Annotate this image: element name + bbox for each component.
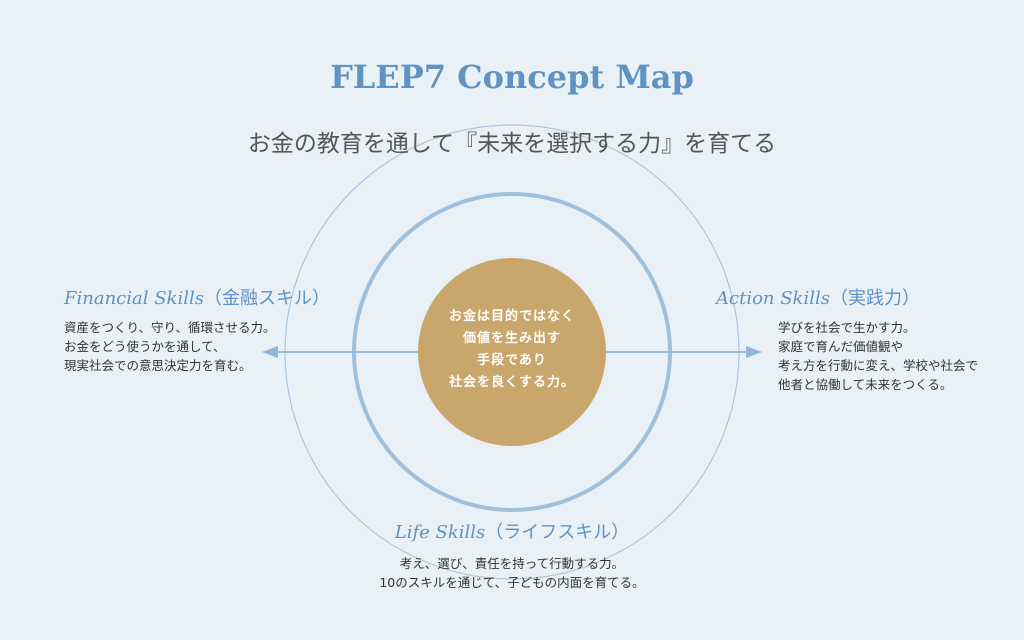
desc-line: 学びを社会で生かす力。 xyxy=(778,320,916,335)
desc-line: 考え、選び、責任を持って行動する力。 xyxy=(399,556,625,571)
arrow-right-head xyxy=(746,346,762,358)
desc-line: お金をどう使うかを通して、 xyxy=(64,339,226,354)
desc-line: 家庭で育んだ価値観や xyxy=(778,339,904,354)
heading-en: Life Skills xyxy=(394,522,486,543)
heading-jp: （実践力） xyxy=(829,288,920,309)
heading-en: Financial Skills xyxy=(64,288,204,309)
heading-jp: （金融スキル） xyxy=(203,288,330,309)
page-title: FLEP7 Concept Map xyxy=(330,58,694,96)
heading-jp: （ライフスキル） xyxy=(485,522,630,543)
desc-line: 資産をつくり、守り、循環させる力。 xyxy=(64,320,276,335)
financial-skills-description: 資産をつくり、守り、循環させる力。 お金をどう使うかを通して、 現実社会での意思… xyxy=(64,318,276,375)
life-skills-heading: Life Skills（ライフスキル） xyxy=(0,518,1024,544)
action-skills-heading: Action Skills（実践力） xyxy=(716,284,920,310)
core-line: 価値を生み出す xyxy=(462,331,561,346)
life-skills-description: 考え、選び、責任を持って行動する力。 10のスキルを通じて、子どもの内面を育てる… xyxy=(0,554,1024,592)
core-message: お金は目的ではなく 価値を生み出す 手段であり 社会を良くする力。 xyxy=(418,306,606,394)
desc-line: 現実社会での意思決定力を育む。 xyxy=(64,358,252,373)
arrow-left-head xyxy=(262,346,278,358)
desc-line: 10のスキルを通じて、子どもの内面を育てる。 xyxy=(379,575,645,590)
core-line: お金は目的ではなく xyxy=(448,309,575,324)
desc-line: 他者と協働して未来をつくる。 xyxy=(778,377,953,392)
page-subtitle: お金の教育を通して『未来を選択する力』を育てる xyxy=(247,131,777,157)
action-skills-description: 学びを社会で生かす力。 家庭で育んだ価値観や 考え方を行動に変え、学校や社会で … xyxy=(778,318,978,394)
core-line: 社会を良くする力。 xyxy=(448,375,575,390)
heading-en: Action Skills xyxy=(716,288,830,309)
core-line: 手段であり xyxy=(477,353,547,368)
core-circle xyxy=(418,258,606,446)
financial-skills-heading: Financial Skills（金融スキル） xyxy=(64,284,330,310)
desc-line: 考え方を行動に変え、学校や社会で xyxy=(778,358,979,373)
